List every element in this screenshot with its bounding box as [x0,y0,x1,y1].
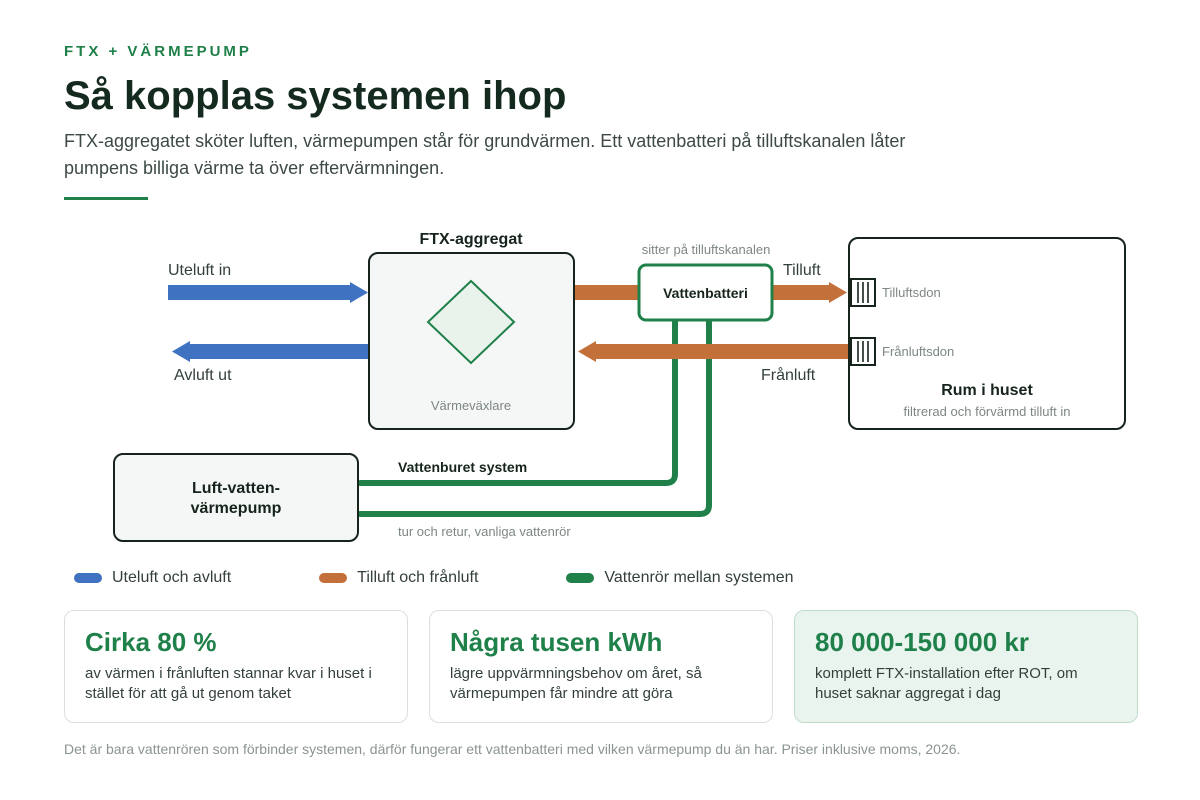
supply-air-duct [575,282,847,303]
lede: FTX-aggregatet sköter luften, värmepumpe… [64,131,906,178]
system-diagram: Uteluft in Avluft ut Värmeväxlare FTX-ag… [113,231,1126,542]
ftx-unit: Värmeväxlare [368,252,575,430]
legend-swatch [319,573,348,583]
stat-text: komplett FTX-installation efter ROT, om … [815,665,1078,702]
heat-pump-label-line2: värmepump [191,500,282,517]
extract-vent-icon [850,337,876,366]
stat-card-heat-recovery: Cirka 80 % av värmen i frånluften stanna… [64,610,408,723]
battery-note: sitter på tilluftskanalen [642,242,771,257]
extract-air-duct [578,341,849,362]
stat-value: Några tusen kWh [450,627,663,657]
supply-air-label: Tilluft [783,262,821,279]
heat-pump: Luft-vatten- värmepump [113,453,359,542]
extract-air-label: Frånluft [761,366,816,384]
room-subtitle: filtrerad och förvärmd tilluft in [904,404,1071,419]
outdoor-air-in-label: Uteluft in [168,262,231,279]
supply-vent-label: Tilluftsdon [882,285,941,300]
water-pipes [357,318,712,517]
legend-item-indoor-air: Tilluft och frånluft [319,569,478,587]
heat-pump-label-line1: Luft-vatten- [192,480,280,497]
stat-cards: Cirka 80 % av värmen i frånluften stanna… [64,610,1138,723]
legend-label: Vattenrör mellan systemen [604,569,794,586]
supply-vent-icon [850,278,876,307]
heat-exchanger-label: Värmeväxlare [431,398,511,413]
stat-card-price: 80 000-150 000 kr komplett FTX-installat… [794,610,1138,723]
room: Tilluftsdon Frånluftsdon Rum i huset fil… [848,237,1126,430]
page-title: Så kopplas systemen ihop [64,74,567,118]
legend-item-outdoor-air: Uteluft och avluft [74,569,231,587]
stat-value: 80 000-150 000 kr [815,627,1029,657]
footnote: Det är bara vattenrören som förbinder sy… [64,741,961,757]
eyebrow: FTX + VÄRMEPUMP [64,43,252,60]
water-battery: Vattenbatteri [637,263,774,322]
stat-value: Cirka 80 % [85,627,217,657]
legend-label: Uteluft och avluft [112,569,232,586]
ftx-title: FTX-aggregat [419,231,523,248]
water-battery-label: Vattenbatteri [663,285,748,301]
water-system-label: Vattenburet system [398,459,527,475]
legend-label: Tilluft och frånluft [357,569,479,586]
water-system-note: tur och retur, vanliga vattenrör [398,524,571,539]
legend-swatch [74,573,102,583]
legend-item-water-pipes: Vattenrör mellan systemen [566,569,794,587]
legend-swatch [566,573,595,583]
stat-text: lägre uppvärmningsbehov om året, så värm… [450,665,702,702]
stat-text: av värmen i frånluften stannar kvar i hu… [85,665,372,702]
accent-rule [64,197,148,200]
legend: Uteluft och avluft Tilluft och frånluft … [74,568,882,588]
outdoor-air-in-arrow [168,282,368,303]
exhaust-air-out-label: Avluft ut [174,367,232,384]
water-pipe-flow [357,318,678,486]
room-title: Rum i huset [941,382,1033,399]
water-pipe-return [357,318,712,517]
extract-vent-label: Frånluftsdon [882,344,954,359]
heat-exchanger-icon [426,279,516,365]
stat-card-energy-saving: Några tusen kWh lägre uppvärmningsbehov … [429,610,773,723]
exhaust-air-out-arrow [172,341,368,362]
